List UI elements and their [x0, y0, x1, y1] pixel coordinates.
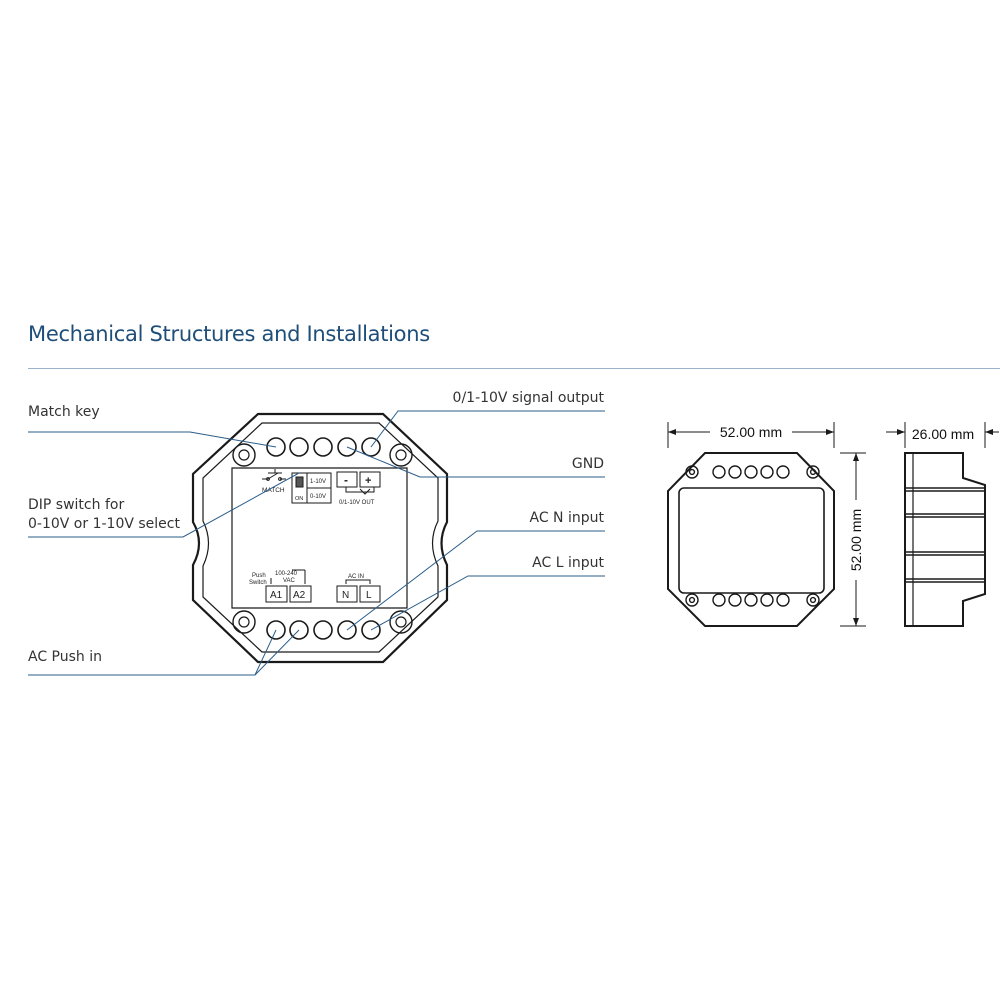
callout-ac-n-input: AC N input	[529, 510, 605, 526]
screw-hole-bottom-left	[232, 610, 256, 634]
title-divider	[28, 368, 1000, 369]
out-label: 0/1-10V OUT	[339, 500, 375, 506]
terminal-minus-label: -	[344, 473, 348, 487]
terminal-box-a2	[289, 585, 312, 603]
leader-match-key	[28, 431, 277, 448]
callout-ac-l-input: AC L input	[532, 555, 604, 571]
side-depth-label: 26.00 mm	[912, 426, 974, 442]
leader-ac-push-a2	[254, 629, 300, 676]
front-outer-outline	[667, 452, 835, 627]
callout-dip-switch-line1: DIP switch for	[28, 497, 125, 513]
ac-n-terminal-hole	[337, 620, 357, 640]
callout-gnd: GND	[571, 456, 604, 472]
terminal-box-a1	[265, 585, 288, 603]
front-width-label: 52.00 mm	[720, 424, 782, 440]
device-text: MATCH 1-10V 0-10V ON - + 0/1-10V OUT Pus…	[249, 473, 375, 601]
front-height-dimension	[840, 452, 866, 627]
bottom-terminal-holes	[266, 620, 381, 640]
front-width-dimension	[667, 422, 835, 448]
leader-lines	[28, 410, 605, 676]
ac-l-terminal-hole	[361, 620, 381, 640]
push-terminal-hole-a1	[266, 620, 286, 640]
vac-line2: VAC	[283, 578, 296, 584]
front-inner-panel	[678, 487, 825, 594]
callout-ac-push-in: AC Push in	[28, 649, 103, 665]
push-switch-line1: Push	[252, 573, 266, 579]
bottom-terminal-hole-3	[313, 620, 333, 640]
terminal-box-n	[336, 585, 358, 603]
screw-hole-top-right	[389, 443, 413, 467]
screw-hole-top-left	[232, 443, 256, 467]
top-terminal-hole-3	[313, 437, 333, 457]
side-depth-dimension	[886, 422, 999, 448]
terminal-box-l	[359, 585, 381, 603]
push-terminal-hole-a2	[289, 620, 309, 640]
dip-switch	[291, 472, 332, 504]
device-main-view	[191, 412, 449, 664]
device-face-plate	[231, 467, 408, 609]
top-terminal-hole-2	[289, 437, 309, 457]
match-label: MATCH	[262, 487, 285, 494]
side-ribs	[905, 487, 985, 583]
callout-dip-switch-line2: 0-10V or 1-10V select	[28, 516, 180, 532]
front-bottom-holes	[685, 593, 820, 607]
page-title: Mechanical Structures and Installations	[28, 322, 430, 346]
front-top-holes	[685, 465, 820, 479]
terminal-a2-label: A2	[293, 590, 306, 601]
leader-ac-n	[346, 530, 605, 631]
callout-signal-output: 0/1-10V signal output	[452, 390, 604, 406]
leader-dip-switch	[28, 472, 300, 538]
leader-ac-push-a1	[28, 629, 277, 676]
device-outer-housing	[191, 412, 449, 664]
push-vac-bracket	[270, 569, 306, 584]
side-outline	[904, 452, 986, 627]
terminal-a1-label: A1	[270, 590, 283, 601]
terminal-plus-label: +	[365, 475, 371, 487]
match-switch-symbol	[262, 469, 286, 481]
side-view	[904, 452, 986, 627]
ac-in-bracket	[345, 579, 371, 584]
terminal-l-label: L	[366, 590, 372, 601]
vac-line1: 100-240	[275, 571, 298, 577]
gnd-terminal-hole	[337, 437, 357, 457]
screw-hole-bottom-right	[389, 610, 413, 634]
dip-0-10v-label: 0-10V	[310, 494, 326, 500]
front-dimension-view	[667, 452, 835, 627]
push-switch-line2: Switch	[249, 580, 267, 586]
terminal-n-label: N	[342, 590, 349, 601]
device-inner-housing	[202, 422, 439, 653]
output-terminal-block	[336, 471, 381, 495]
leader-signal-output	[370, 410, 605, 448]
dip-1-10v-label: 1-10V	[310, 479, 326, 485]
signal-output-terminal-hole	[361, 437, 381, 457]
ac-in-label: AC IN	[348, 574, 364, 580]
top-terminal-holes	[266, 437, 381, 457]
leader-gnd	[346, 446, 605, 478]
dip-on-label: ON	[295, 496, 303, 502]
match-key-hole	[266, 437, 286, 457]
leader-ac-l	[370, 575, 605, 631]
callout-match-key: Match key	[28, 404, 100, 420]
front-height-label: 52.00 mm	[848, 509, 864, 571]
